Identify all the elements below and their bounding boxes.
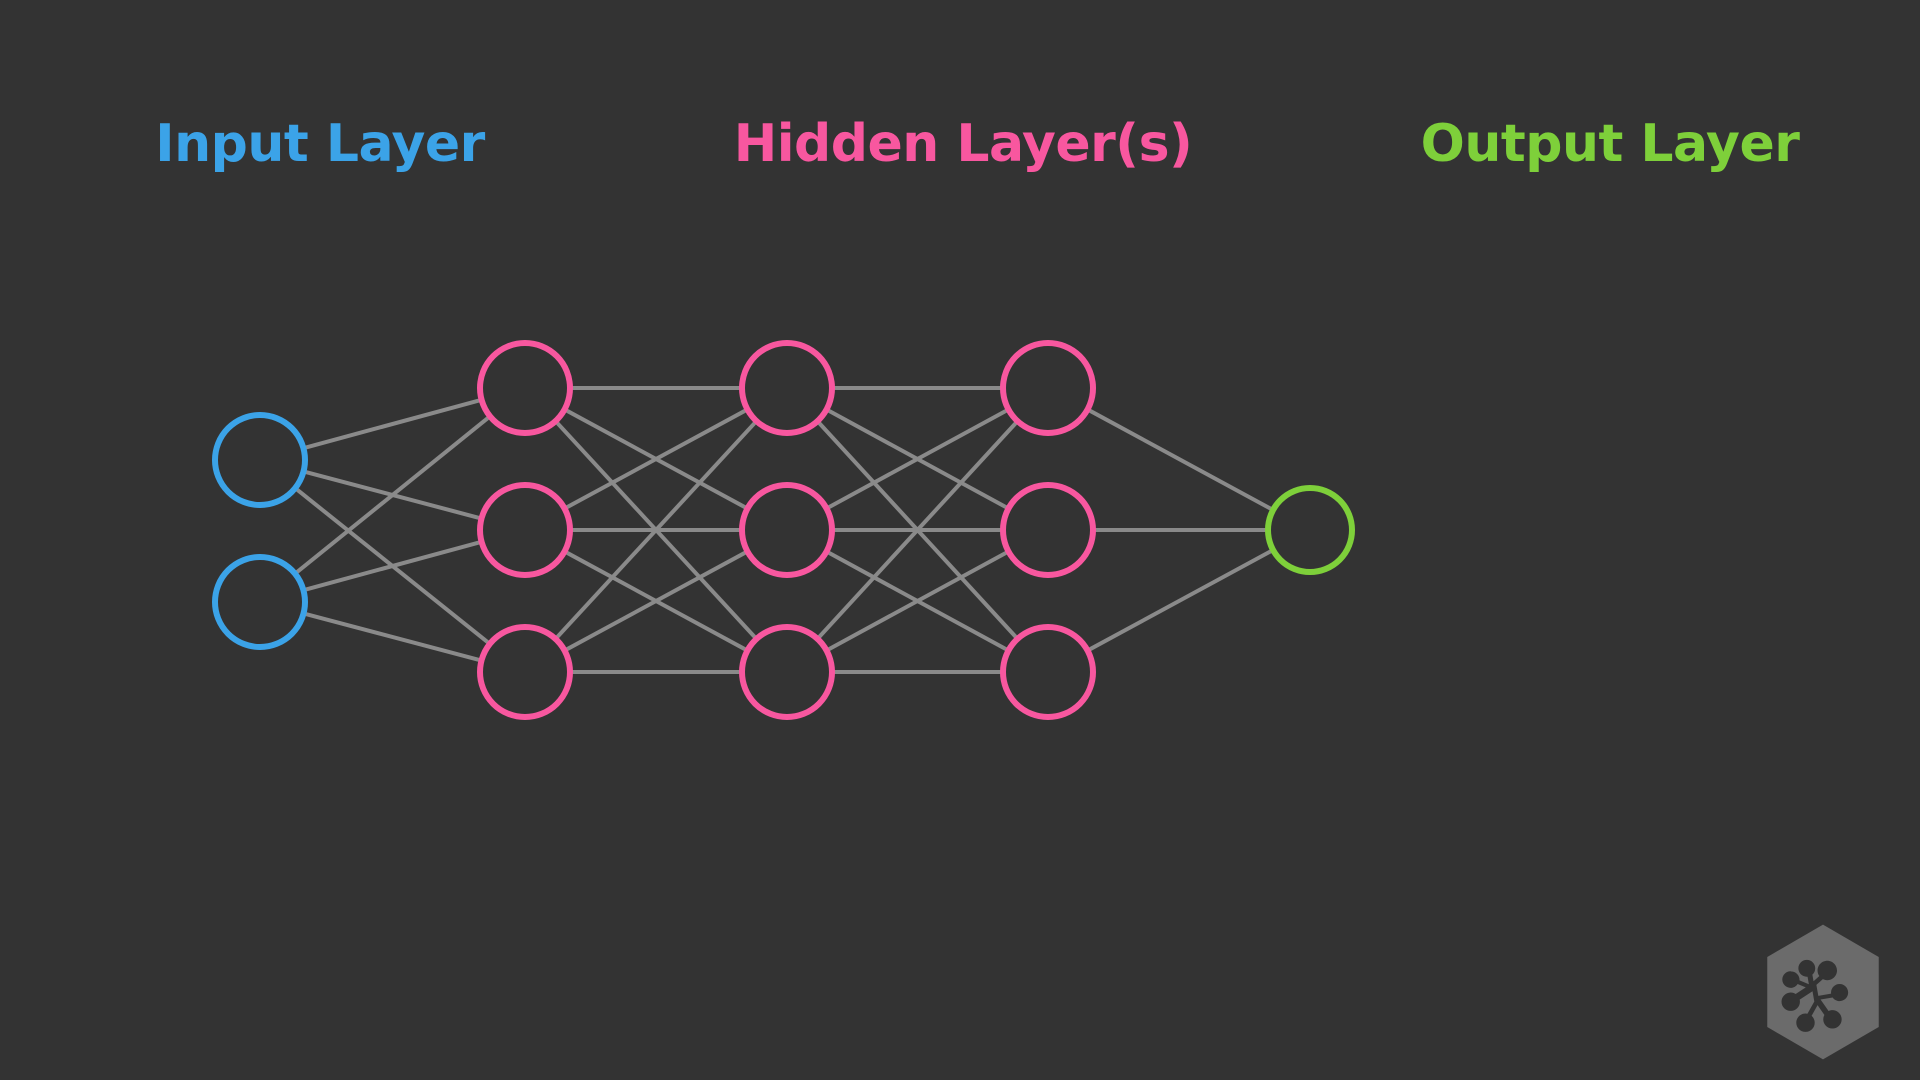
codecademy-logo-watermark	[1767, 924, 1879, 1060]
network-node-in-1	[212, 412, 308, 508]
connection-edge	[554, 419, 758, 641]
connection-edge	[825, 549, 1010, 653]
network-node-h1-2	[477, 482, 573, 578]
splat-icon	[1781, 959, 1849, 1032]
network-node-h2-3	[739, 624, 835, 720]
connection-edge	[1086, 548, 1275, 653]
connection-edge	[293, 414, 492, 576]
connection-edge	[1086, 407, 1275, 512]
network-node-in-2	[212, 554, 308, 650]
connection-edge	[302, 539, 483, 593]
network-node-h3-2	[1000, 482, 1096, 578]
network-node-h1-3	[477, 624, 573, 720]
connection-edge	[825, 407, 1010, 511]
connection-edges	[293, 386, 1275, 674]
network-node-out-1	[1265, 485, 1355, 575]
network-nodes	[212, 340, 1355, 720]
network-node-h2-2	[739, 482, 835, 578]
network-node-h1-1	[477, 340, 573, 436]
network-node-h3-1	[1000, 340, 1096, 436]
network-node-h2-1	[739, 340, 835, 436]
connection-edge	[563, 549, 749, 653]
connection-edge	[302, 397, 483, 451]
connection-edge	[563, 407, 749, 511]
connection-edge	[302, 611, 483, 663]
hexagon-shape	[1767, 924, 1879, 1060]
network-node-h3-3	[1000, 624, 1096, 720]
connection-edge	[815, 419, 1020, 641]
